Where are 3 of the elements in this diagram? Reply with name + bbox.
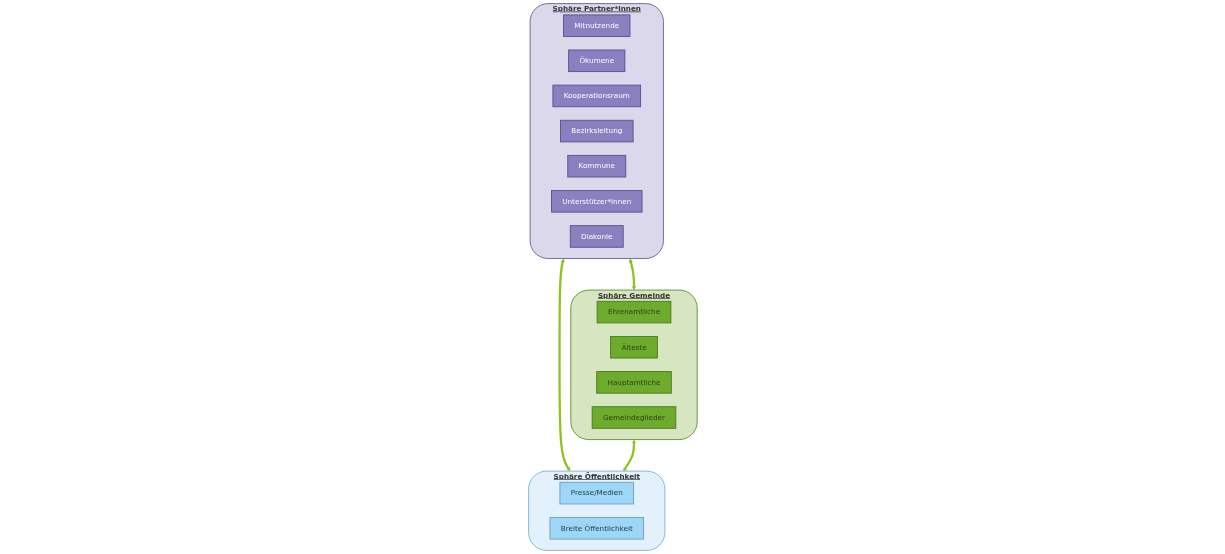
arrow (622, 439, 636, 472)
arrow (557, 258, 570, 472)
arrow (628, 258, 636, 291)
